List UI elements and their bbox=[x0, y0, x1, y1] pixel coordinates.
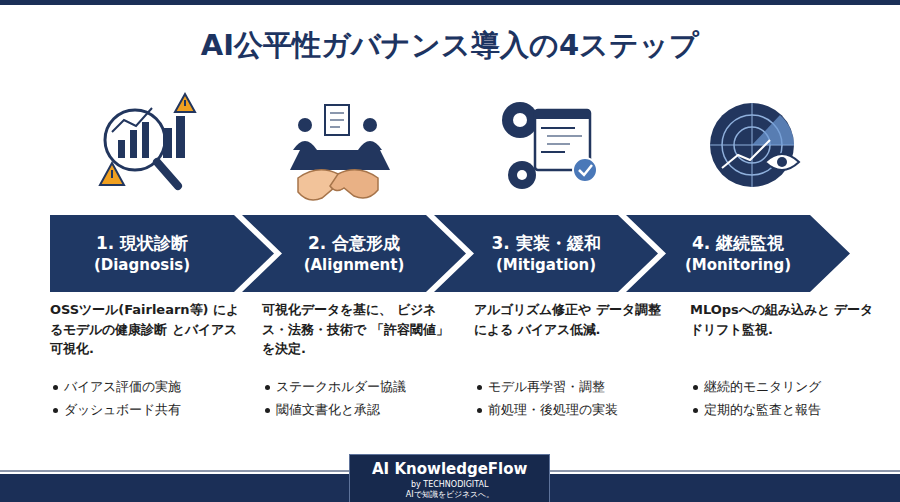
step-title: 1. 現状診断 bbox=[96, 232, 188, 255]
bullet-item: ステークホルダー協議 bbox=[276, 379, 461, 396]
bullet-item: 閾値文書化と承認 bbox=[276, 402, 461, 419]
alignment-icon bbox=[290, 105, 390, 200]
bullet-dot bbox=[53, 385, 58, 390]
step-title: 4. 継続監視 bbox=[692, 232, 784, 255]
brand-name: AI KnowledgeFlow bbox=[372, 460, 527, 480]
step-description: アルゴリズム修正や データ調整による バイアス低減. bbox=[474, 300, 669, 339]
bullet-item: 継続的モニタリング bbox=[704, 379, 889, 396]
arrow-shape bbox=[626, 215, 850, 292]
bullet-dot bbox=[477, 408, 482, 413]
arrow-fill bbox=[242, 215, 466, 292]
step-arrow: 2. 合意形成(Alignment) bbox=[242, 215, 466, 292]
brand-tagline: AIで知識をビジネスへ。 bbox=[372, 490, 527, 500]
step-title: 3. 実装・緩和 bbox=[491, 232, 600, 255]
step-subtitle: (Monitoring) bbox=[685, 255, 791, 275]
top-bar bbox=[0, 0, 900, 5]
step-subtitle: (Diagnosis) bbox=[94, 255, 190, 275]
bullet-item: ダッシュボード共有 bbox=[64, 402, 249, 419]
step-arrow: 1. 現状診断(Diagnosis) bbox=[50, 215, 274, 292]
bullet-item: モデル再学習・調整 bbox=[488, 379, 673, 396]
step-title: 2. 合意形成 bbox=[308, 232, 400, 255]
step-subtitle: (Mitigation) bbox=[496, 255, 596, 275]
diagnosis-icon bbox=[100, 94, 195, 186]
bullet-dot bbox=[265, 385, 270, 390]
bullet-dot bbox=[477, 385, 482, 390]
arrow-shape bbox=[434, 215, 658, 292]
step-arrow: 3. 実装・緩和(Mitigation) bbox=[434, 215, 658, 292]
arrow-shape bbox=[242, 215, 466, 292]
step-arrow: 4. 継続監視(Monitoring) bbox=[626, 215, 850, 292]
arrow-shape bbox=[50, 215, 274, 292]
arrow-fill bbox=[50, 215, 274, 292]
bullet-item: バイアス評価の実施 bbox=[64, 379, 249, 396]
brand-owner: by TECHNODIGITAL bbox=[372, 480, 527, 490]
step-subtitle: (Alignment) bbox=[304, 255, 405, 275]
bullet-dot bbox=[53, 408, 58, 413]
bullet-dot bbox=[693, 385, 698, 390]
step-description: OSSツール(Fairlearn等) によるモデルの健康診断 とバイアス可視化. bbox=[50, 300, 245, 359]
arrow-fill bbox=[434, 215, 658, 292]
bullet-item: 前処理・後処理の実装 bbox=[488, 402, 673, 419]
step-description: 可視化データを基に、 ビジネス・法務・技術で 「許容閾値」を決定. bbox=[262, 300, 457, 359]
arrow-fill bbox=[626, 215, 850, 292]
step-description: MLOpsへの組み込みと データドリフト監視. bbox=[690, 300, 885, 339]
bullet-dot bbox=[693, 408, 698, 413]
monitoring-icon bbox=[710, 103, 799, 187]
title: AI公平性ガバナンス導入の4ステップ bbox=[0, 26, 900, 66]
bullet-item: 定期的な監査と報告 bbox=[704, 402, 889, 419]
mitigation-icon bbox=[502, 102, 597, 189]
brand-box: AI KnowledgeFlowby TECHNODIGITALAIで知識をビジ… bbox=[349, 454, 550, 502]
bullet-dot bbox=[265, 408, 270, 413]
